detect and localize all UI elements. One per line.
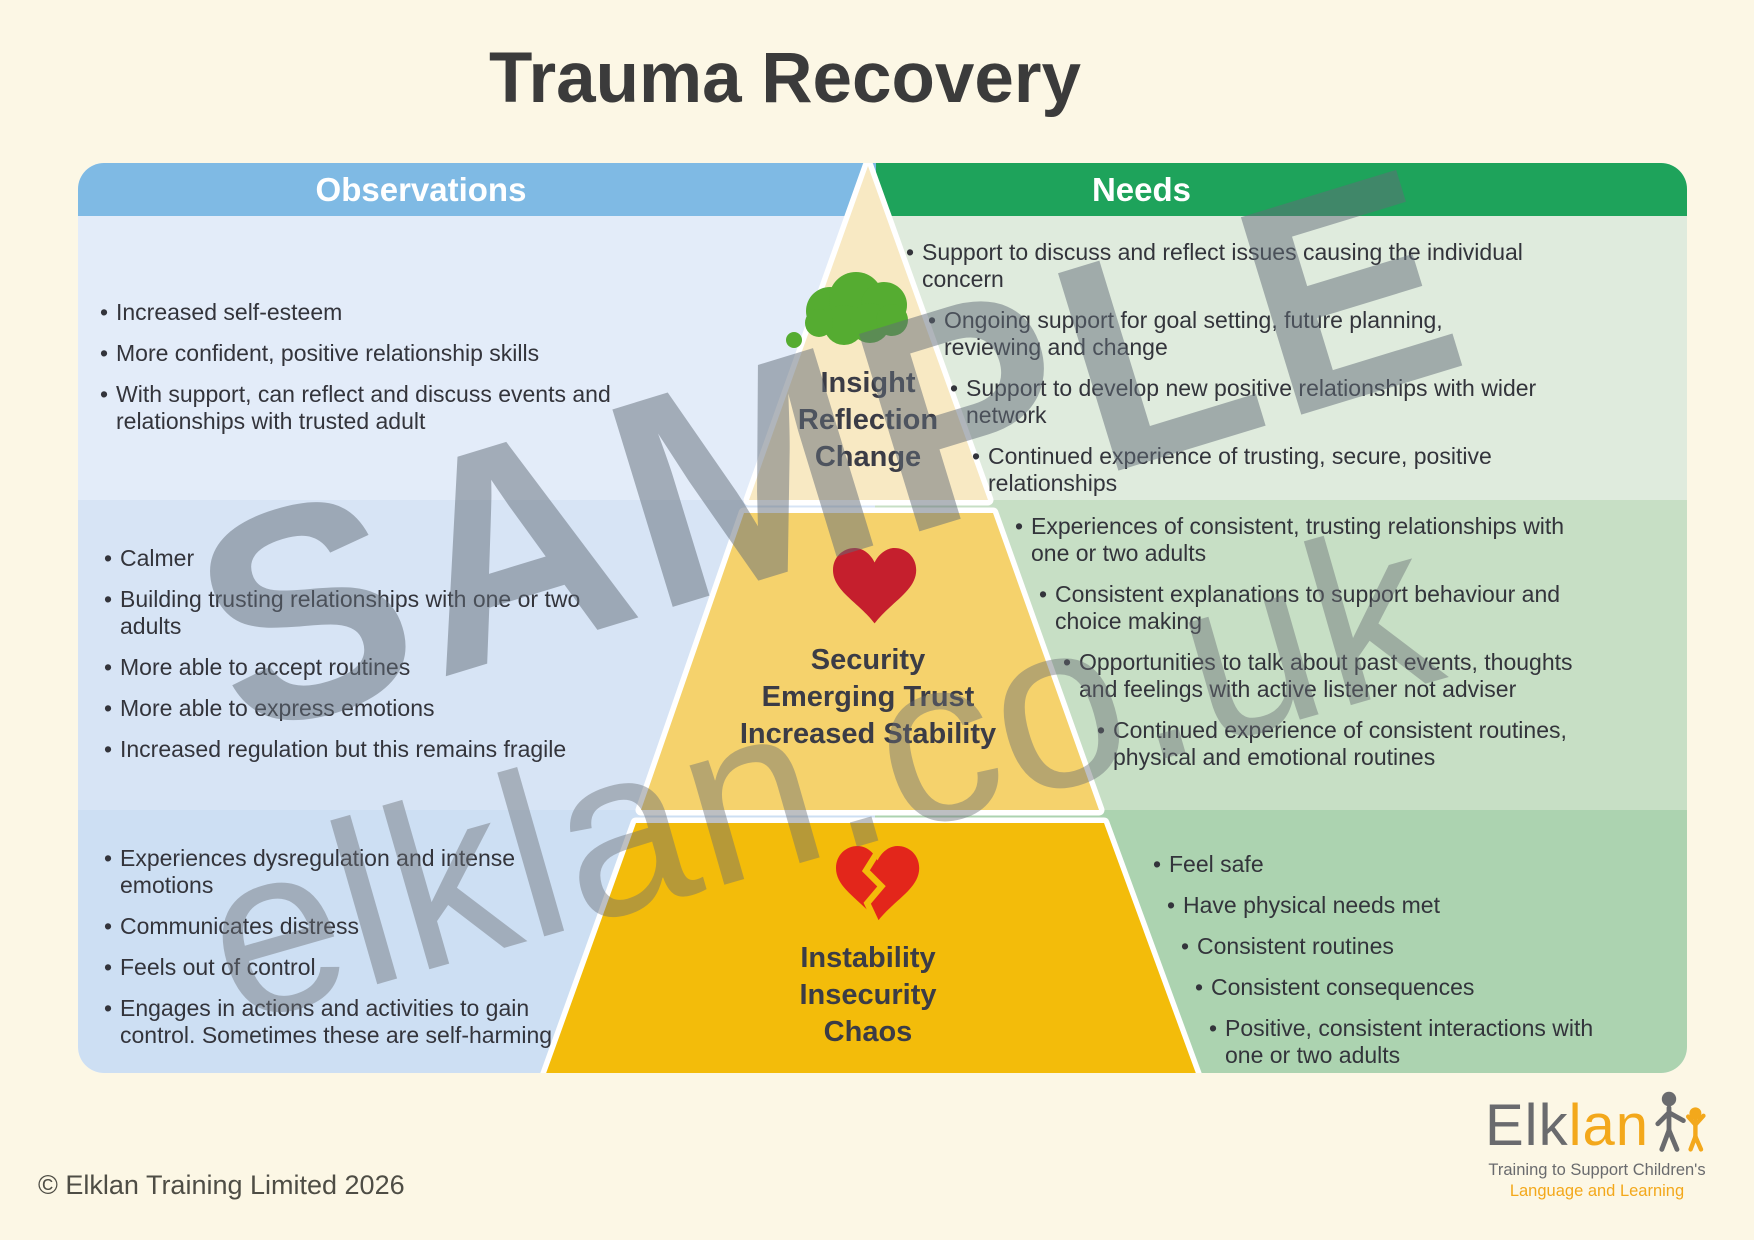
pyramid-middle-line1: Security bbox=[810, 644, 926, 676]
list-item: Opportunities to talk about past events,… bbox=[1063, 649, 1581, 703]
page-title: Trauma Recovery bbox=[489, 39, 1081, 118]
list-item: Increased regulation but this remains fr… bbox=[104, 736, 604, 763]
broken-heart-icon bbox=[836, 846, 920, 925]
pyramid-bottom-line1: Instability bbox=[800, 942, 936, 974]
list-item: Support to discuss and reflect issues ca… bbox=[906, 239, 1546, 293]
pyramid-middle-line2: Emerging Trust bbox=[761, 681, 975, 713]
pyramid-top-line2: Reflection bbox=[797, 404, 939, 436]
needs-header-label: Needs bbox=[1091, 170, 1192, 208]
observations-bottom-list: Experiences dysregulation and intense em… bbox=[104, 845, 556, 1063]
pyramid-bottom-label: Instability Insecurity Chaos bbox=[678, 940, 1058, 1051]
logo-tagline-2: Language and Learning bbox=[1509, 1182, 1685, 1200]
heart-icon bbox=[833, 548, 917, 624]
poster-panel: Observations Needs bbox=[78, 163, 1687, 1073]
pyramid-bottom-line3: Chaos bbox=[823, 1016, 913, 1048]
pyramid-bottom-level bbox=[540, 817, 1202, 1073]
logo-tagline-1: Training to Support Children's bbox=[1488, 1161, 1706, 1179]
copyright-text: © Elklan Training Limited 2026 bbox=[38, 1170, 405, 1200]
pyramid-middle-label: Security Emerging Trust Increased Stabil… bbox=[678, 642, 1058, 753]
pyramid-top-line3: Change bbox=[814, 441, 922, 473]
needs-top-list: Support to discuss and reflect issues ca… bbox=[906, 239, 1546, 511]
list-item: Building trusting relationships with one… bbox=[104, 586, 604, 640]
pyramid-top-label: Insight Reflection Change bbox=[678, 365, 1058, 476]
list-item: Continued experience of consistent routi… bbox=[1097, 717, 1581, 771]
pyramid-top-line1: Insight bbox=[820, 367, 916, 399]
needs-middle-list: Experiences of consistent, trusting rela… bbox=[1015, 513, 1581, 785]
list-item: Feels out of control bbox=[104, 954, 556, 981]
observations-top-list: Increased self-esteem More confident, po… bbox=[100, 299, 660, 449]
needs-bottom-list: Feel safe Have physical needs met Consis… bbox=[1153, 851, 1603, 1073]
list-item: Experiences dysregulation and intense em… bbox=[104, 845, 556, 899]
pyramid-middle-level bbox=[635, 507, 1105, 816]
list-item: Ongoing support for goal setting, future… bbox=[928, 307, 1546, 361]
logo-text-lan: lan bbox=[1568, 1093, 1649, 1158]
list-item: Communicates distress bbox=[104, 913, 556, 940]
observations-middle-list: Calmer Building trusting relationships w… bbox=[104, 545, 604, 777]
list-item: More confident, positive relationship sk… bbox=[100, 340, 660, 367]
list-item: Have physical needs met bbox=[1167, 892, 1603, 919]
list-item: Consistent routines bbox=[1181, 933, 1603, 960]
pyramid-bottom-line2: Insecurity bbox=[799, 979, 937, 1011]
observations-header-label: Observations bbox=[315, 170, 527, 208]
logo-figures-icon bbox=[1655, 1091, 1706, 1152]
list-item: Consistent explanations to support behav… bbox=[1039, 581, 1581, 635]
recovery-pyramid bbox=[540, 163, 1202, 1073]
list-item: Consistent consequences bbox=[1195, 974, 1603, 1001]
list-item: With support, can reflect and discuss ev… bbox=[100, 381, 660, 435]
logo-text-elk: Elk bbox=[1485, 1093, 1569, 1158]
list-item: Increased self-esteem bbox=[100, 299, 660, 326]
observations-header: Observations bbox=[78, 163, 876, 216]
list-item: More able to express emotions bbox=[104, 695, 604, 722]
pyramid-middle-line3: Increased Stability bbox=[739, 718, 997, 750]
list-item: Experiences of consistent, trusting rela… bbox=[1015, 513, 1581, 567]
list-item: Feel safe bbox=[1153, 851, 1603, 878]
list-item: Engages in actions and activities to gai… bbox=[104, 995, 556, 1049]
list-item: Calmer bbox=[104, 545, 604, 572]
thought-cloud-icon bbox=[786, 272, 908, 348]
list-item: More able to accept routines bbox=[104, 654, 604, 681]
needs-header: Needs bbox=[876, 163, 1687, 216]
list-item: Support to develop new positive relation… bbox=[950, 375, 1546, 429]
list-item: Continued experience of trusting, secure… bbox=[972, 443, 1546, 497]
list-item: Positive, consistent interactions with o… bbox=[1209, 1015, 1603, 1069]
